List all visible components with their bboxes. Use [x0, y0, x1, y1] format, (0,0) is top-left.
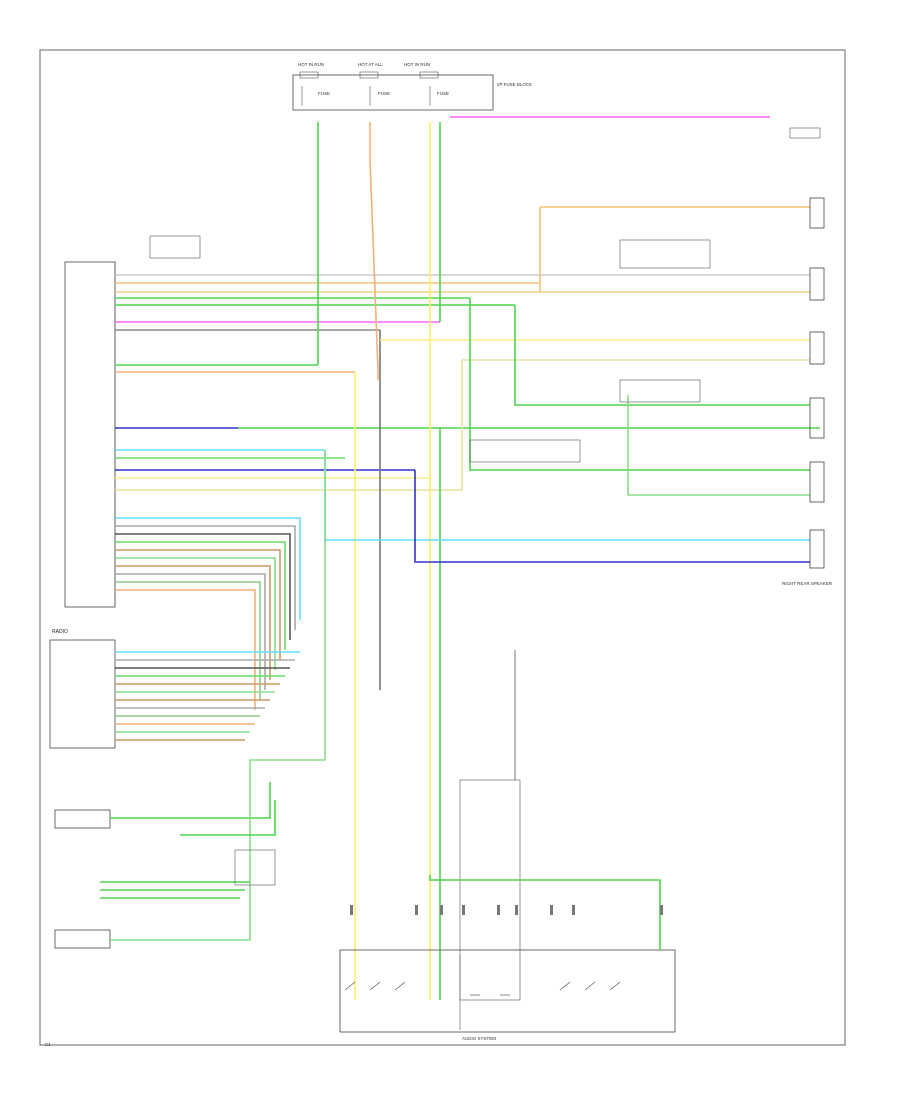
speaker-left-front-tweeter	[809, 197, 825, 229]
page-code: C1	[45, 1042, 51, 1047]
speaker-right-rear	[809, 529, 825, 569]
fuse-label-2: HOT AT ALL	[358, 62, 383, 67]
speaker-right-front	[809, 461, 825, 503]
speakers: RIGHT REAR SPEAKER	[469, 127, 833, 586]
fuse-label-3: HOT IN RUN	[404, 62, 430, 67]
trunk-wires	[317, 116, 770, 1000]
speaker-left-rear	[809, 397, 825, 439]
rear-speaker-label: RIGHT REAR SPEAKER	[782, 581, 833, 586]
fuse-block: HOT IN RUN HOT AT ALL HOT IN RUN I/P FUS…	[292, 62, 532, 111]
fuse-name-1: FUSE	[318, 91, 330, 96]
fuse-name-3: FUSE	[437, 91, 449, 96]
footer-label: AUDIO SYSTEM	[462, 1036, 496, 1041]
fuse-label-1: HOT IN RUN	[298, 62, 324, 67]
lower-left-modules	[54, 450, 326, 949]
speaker-left-front	[809, 267, 825, 301]
speaker-right-front-tweeter	[809, 331, 825, 365]
radio-connector-lower: RADIO	[49, 629, 116, 749]
radio-wire-bundle	[115, 517, 301, 741]
right-wires	[324, 206, 810, 563]
diagram-frame	[39, 49, 846, 1046]
fuse-block-label: I/P FUSE BLOCK	[497, 82, 532, 87]
fuse-name-2: FUSE	[378, 91, 390, 96]
radio-label: RADIO	[52, 629, 68, 635]
steering-wheel-controls: AUDIO SYSTEM	[339, 650, 676, 1041]
radio-wires	[115, 274, 820, 491]
